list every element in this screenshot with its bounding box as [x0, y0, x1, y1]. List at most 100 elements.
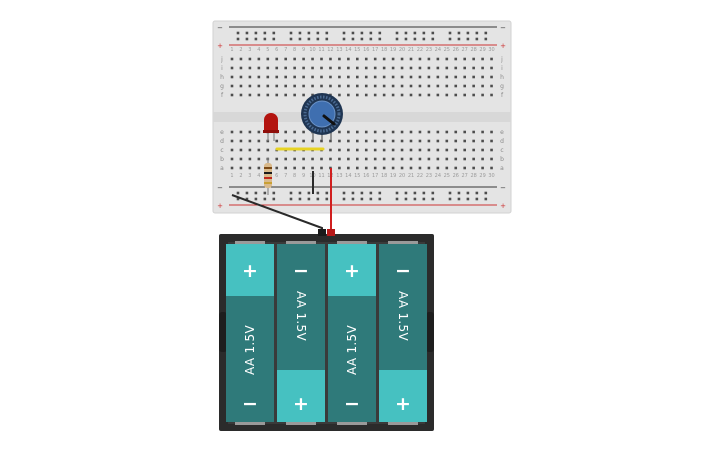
rail-hole[interactable]: [413, 197, 417, 201]
breadboard-hole[interactable]: [481, 157, 484, 161]
breadboard-hole[interactable]: [382, 93, 386, 97]
breadboard-hole[interactable]: [472, 157, 475, 161]
rail-hole[interactable]: [325, 191, 329, 195]
breadboard-hole[interactable]: [463, 139, 466, 143]
breadboard-hole[interactable]: [230, 84, 234, 88]
rail-hole[interactable]: [448, 191, 452, 195]
breadboard-hole[interactable]: [418, 84, 422, 88]
breadboard-hole[interactable]: [490, 75, 493, 79]
breadboard-hole[interactable]: [400, 57, 404, 61]
breadboard-hole[interactable]: [257, 166, 261, 170]
breadboard-hole[interactable]: [275, 75, 279, 79]
breadboard-hole[interactable]: [239, 130, 243, 134]
rail-hole[interactable]: [466, 31, 470, 35]
rail-hole[interactable]: [484, 191, 488, 195]
rail-hole[interactable]: [316, 31, 320, 35]
rail-hole[interactable]: [272, 197, 276, 201]
rail-hole[interactable]: [254, 37, 258, 41]
led[interactable]: [263, 113, 279, 141]
breadboard-hole[interactable]: [463, 93, 466, 97]
breadboard-hole[interactable]: [248, 57, 252, 61]
breadboard-hole[interactable]: [347, 66, 350, 70]
breadboard-hole[interactable]: [409, 66, 413, 70]
breadboard-hole[interactable]: [364, 139, 368, 143]
breadboard-hole[interactable]: [266, 66, 270, 70]
breadboard-hole[interactable]: [356, 93, 359, 97]
breadboard-hole[interactable]: [364, 93, 368, 97]
breadboard-hole[interactable]: [248, 130, 252, 134]
breadboard-hole[interactable]: [248, 93, 252, 97]
breadboard-hole[interactable]: [418, 139, 422, 143]
breadboard-hole[interactable]: [481, 166, 484, 170]
breadboard-hole[interactable]: [239, 84, 243, 88]
breadboard-hole[interactable]: [445, 93, 449, 97]
breadboard-hole[interactable]: [427, 57, 431, 61]
rail-hole[interactable]: [351, 37, 355, 41]
rail-hole[interactable]: [466, 191, 470, 195]
battery-cell[interactable]: +−AA 1.5V: [328, 241, 376, 425]
breadboard-hole[interactable]: [481, 66, 484, 70]
breadboard-hole[interactable]: [436, 66, 440, 70]
breadboard-hole[interactable]: [329, 157, 332, 161]
breadboard-hole[interactable]: [320, 157, 323, 161]
breadboard-hole[interactable]: [472, 166, 475, 170]
rail-hole[interactable]: [298, 197, 302, 201]
breadboard-hole[interactable]: [373, 75, 377, 79]
rail-hole[interactable]: [369, 31, 373, 35]
breadboard-hole[interactable]: [391, 148, 395, 152]
breadboard-hole[interactable]: [364, 66, 368, 70]
breadboard-hole[interactable]: [427, 157, 431, 161]
rail-hole[interactable]: [307, 37, 311, 41]
rail-hole[interactable]: [457, 31, 461, 35]
breadboard-hole[interactable]: [400, 75, 404, 79]
breadboard-hole[interactable]: [382, 166, 386, 170]
rail-hole[interactable]: [263, 31, 267, 35]
breadboard-hole[interactable]: [436, 157, 440, 161]
breadboard-hole[interactable]: [472, 84, 475, 88]
breadboard-hole[interactable]: [364, 130, 368, 134]
rail-hole[interactable]: [413, 31, 417, 35]
breadboard-hole[interactable]: [373, 66, 377, 70]
rail-hole[interactable]: [395, 191, 399, 195]
breadboard-hole[interactable]: [248, 139, 252, 143]
breadboard-hole[interactable]: [454, 157, 458, 161]
rail-hole[interactable]: [413, 37, 417, 41]
breadboard-hole[interactable]: [338, 57, 341, 61]
breadboard-hole[interactable]: [373, 130, 377, 134]
rail-hole[interactable]: [342, 197, 346, 201]
breadboard-hole[interactable]: [436, 84, 440, 88]
breadboard-hole[interactable]: [293, 157, 296, 161]
breadboard-hole[interactable]: [248, 75, 252, 79]
breadboard-hole[interactable]: [284, 66, 287, 70]
breadboard-hole[interactable]: [391, 166, 395, 170]
rail-hole[interactable]: [404, 191, 408, 195]
breadboard-hole[interactable]: [409, 130, 413, 134]
breadboard-hole[interactable]: [463, 75, 466, 79]
breadboard-hole[interactable]: [454, 139, 458, 143]
breadboard-hole[interactable]: [436, 93, 440, 97]
breadboard-hole[interactable]: [239, 66, 243, 70]
breadboard-hole[interactable]: [293, 130, 296, 134]
rail-hole[interactable]: [351, 191, 355, 195]
breadboard-hole[interactable]: [230, 157, 234, 161]
breadboard-hole[interactable]: [454, 75, 458, 79]
rail-hole[interactable]: [431, 197, 435, 201]
rail-hole[interactable]: [404, 37, 408, 41]
rail-hole[interactable]: [289, 197, 293, 201]
breadboard-hole[interactable]: [329, 84, 332, 88]
breadboard-hole[interactable]: [239, 148, 243, 152]
rail-hole[interactable]: [263, 197, 267, 201]
breadboard-hole[interactable]: [257, 84, 261, 88]
breadboard-hole[interactable]: [445, 166, 449, 170]
breadboard-hole[interactable]: [364, 148, 368, 152]
breadboard-hole[interactable]: [302, 157, 305, 161]
rail-hole[interactable]: [360, 197, 364, 201]
breadboard-hole[interactable]: [239, 57, 243, 61]
breadboard-hole[interactable]: [284, 157, 287, 161]
breadboard-hole[interactable]: [463, 148, 466, 152]
rail-hole[interactable]: [298, 191, 302, 195]
breadboard-hole[interactable]: [400, 93, 404, 97]
rail-hole[interactable]: [395, 31, 399, 35]
rail-hole[interactable]: [289, 31, 293, 35]
breadboard-hole[interactable]: [302, 57, 305, 61]
